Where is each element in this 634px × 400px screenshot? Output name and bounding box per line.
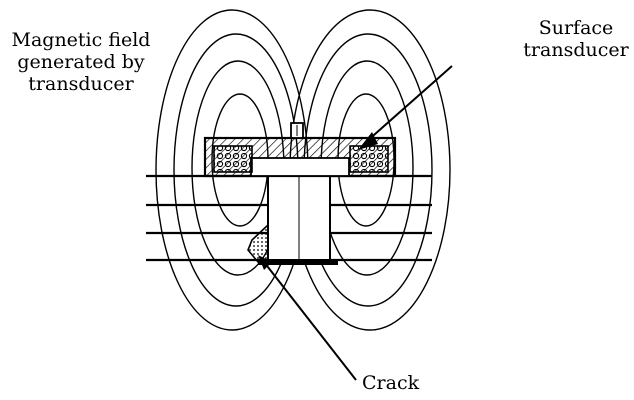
transducer-pointer-line bbox=[365, 65, 453, 143]
magnetic-field-label: Magnetic field generated by transducer bbox=[6, 29, 156, 95]
surface-transducer-label-line1: Surface bbox=[538, 17, 614, 39]
fastener bbox=[247, 171, 338, 265]
crack-label: Crack bbox=[362, 372, 420, 394]
transducer-pointer-arrowhead bbox=[358, 132, 378, 150]
coil-left bbox=[213, 145, 253, 173]
crack-pointer-arrowhead bbox=[258, 255, 272, 270]
surface-transducer-label-line2: transducer bbox=[523, 39, 629, 61]
crack-pointer-line bbox=[263, 261, 357, 381]
magnetic-field-label-line1: Magnetic field bbox=[11, 29, 151, 51]
coil-right bbox=[349, 145, 389, 173]
magnetic-field-label-line3: transducer bbox=[28, 73, 134, 95]
fastener-bottom-plate bbox=[258, 259, 338, 265]
magnetic-field-label-line2: generated by bbox=[17, 51, 145, 73]
transducer-core bbox=[250, 157, 350, 177]
crack-region bbox=[247, 223, 269, 263]
surface-transducer-label: Surface transducer bbox=[520, 17, 632, 61]
leader-lines bbox=[258, 65, 453, 381]
surface-transducer bbox=[203, 122, 397, 178]
